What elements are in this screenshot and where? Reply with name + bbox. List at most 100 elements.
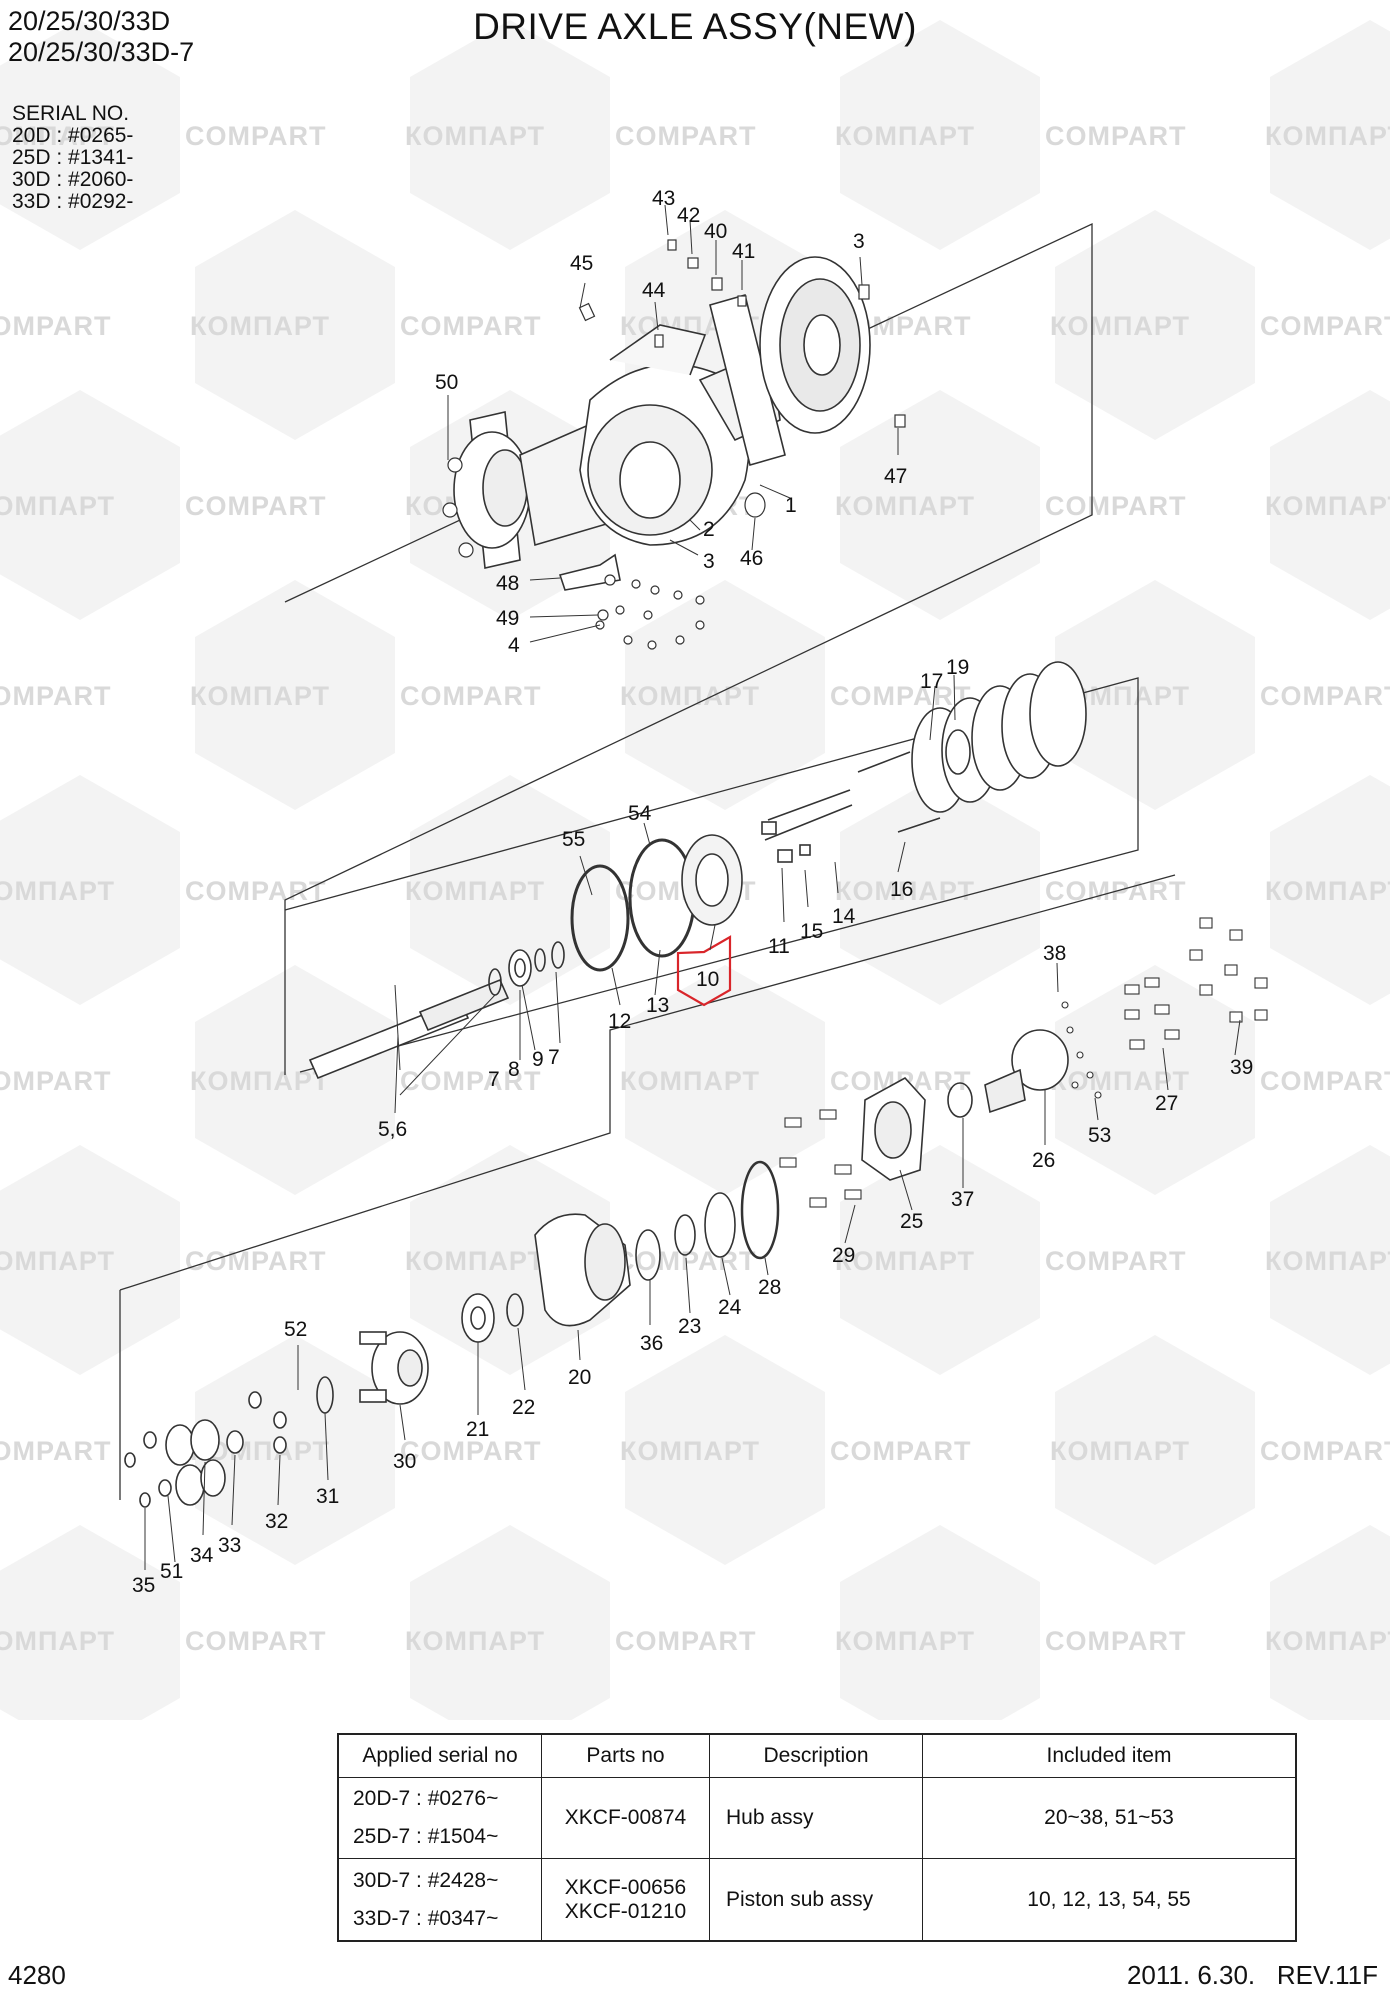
watermark-hexagon bbox=[1270, 775, 1390, 1005]
watermark-hexagon bbox=[0, 390, 180, 620]
planet-gear-3 bbox=[175, 1464, 205, 1506]
callout-2: 2 bbox=[703, 518, 715, 541]
watermark-text: КОМПАРТ bbox=[405, 1626, 545, 1656]
watermark-hexagon bbox=[1270, 1145, 1390, 1375]
watermark-hexagon bbox=[1270, 390, 1390, 620]
callout-23: 23 bbox=[678, 1315, 701, 1338]
pin-14 bbox=[764, 804, 853, 841]
planet-gear-4 bbox=[200, 1459, 226, 1497]
watermark-hexagon bbox=[0, 20, 180, 250]
carrier-arm-2 bbox=[359, 1389, 387, 1403]
callout-15: 15 bbox=[800, 920, 823, 943]
callout-10: 10 bbox=[696, 968, 719, 991]
watermark-text: COMPART bbox=[1045, 1246, 1187, 1276]
watermark-hexagon bbox=[1055, 580, 1255, 810]
callout-7-left: 7 bbox=[488, 1068, 500, 1091]
callout-8: 8 bbox=[508, 1058, 520, 1081]
callout-13: 13 bbox=[646, 994, 669, 1017]
watermark-hexagon bbox=[1055, 210, 1255, 440]
callout-3-mid: 3 bbox=[703, 550, 715, 573]
watermark-text: COMPART bbox=[400, 311, 542, 341]
callout-1: 1 bbox=[785, 494, 797, 517]
applied-serial-table: Applied serial no Parts no Description I… bbox=[337, 1733, 1297, 1942]
watermark-text: КОМПАРТ bbox=[190, 311, 330, 341]
watermark-hexagon bbox=[410, 1525, 610, 1720]
callout-41: 41 bbox=[732, 240, 755, 263]
watermark-text: КОМПАРТ bbox=[1050, 1436, 1190, 1466]
pin-15 bbox=[767, 789, 851, 821]
cell-description: Piston sub assy bbox=[709, 1858, 923, 1942]
watermark-text: COMPART bbox=[400, 1436, 542, 1466]
watermark-text: КОМПАРТ bbox=[835, 491, 975, 521]
hub-assembly bbox=[124, 1029, 1069, 1508]
cell-included-items: 10, 12, 13, 54, 55 bbox=[922, 1858, 1297, 1942]
watermark-text: COMPART bbox=[1260, 311, 1390, 341]
watermark-text: КОМПАРТ bbox=[0, 1246, 115, 1276]
watermark-hexagon bbox=[0, 1525, 180, 1720]
watermark-text: COMPART bbox=[185, 1246, 327, 1276]
snap-ring-7b bbox=[551, 941, 565, 969]
watermark-hexagon bbox=[1055, 965, 1255, 1195]
callout-26: 26 bbox=[1032, 1149, 1055, 1172]
callout-45: 45 bbox=[570, 252, 593, 275]
axle-housing-assembly bbox=[453, 256, 871, 591]
watermark-text: КОМПАРТ bbox=[835, 876, 975, 906]
cell-serial: 20D-7 : #0276~ 25D-7 : #1504~ bbox=[337, 1776, 542, 1860]
watermark-text: КОМПАРТ bbox=[835, 121, 975, 151]
bearing-24 bbox=[704, 1192, 736, 1258]
cell-parts-no: XKCF-00874 bbox=[541, 1776, 710, 1860]
callout-37: 37 bbox=[951, 1188, 974, 1211]
washer-51 bbox=[143, 1431, 157, 1449]
callout-30: 30 bbox=[393, 1450, 416, 1473]
watermark-text: COMPART bbox=[185, 491, 327, 521]
callout-11: 11 bbox=[768, 935, 790, 958]
watermark-hexagon bbox=[840, 390, 1040, 620]
watermark-text: КОМПАРТ bbox=[0, 1626, 115, 1656]
callout-3-top: 3 bbox=[853, 230, 865, 253]
callout-52: 52 bbox=[284, 1318, 307, 1341]
watermark-text: КОМПАРТ bbox=[1265, 1626, 1390, 1656]
bearing-21-inner bbox=[470, 1306, 486, 1330]
callout-25: 25 bbox=[900, 1210, 923, 1233]
callout-20: 20 bbox=[568, 1366, 591, 1389]
callout-12: 12 bbox=[608, 1010, 631, 1033]
watermark-text: COMPART bbox=[1260, 1066, 1390, 1096]
nut-15 bbox=[799, 844, 811, 856]
table-row: 30D-7 : #2428~ 33D-7 : #0347~ XKCF-00656… bbox=[337, 1858, 1297, 1942]
serial-value: 25D-7 : #1504~ bbox=[353, 1825, 499, 1849]
watermark-text: COMPART bbox=[0, 681, 112, 711]
callout-7-right: 7 bbox=[548, 1046, 560, 1069]
watermark-text: COMPART bbox=[615, 121, 757, 151]
callout-39: 39 bbox=[1230, 1056, 1253, 1079]
callout-31: 31 bbox=[316, 1485, 339, 1508]
callout-27: 27 bbox=[1155, 1092, 1178, 1115]
carrier-center bbox=[874, 1101, 912, 1159]
watermark-text: COMPART bbox=[0, 1066, 112, 1096]
washer-51b bbox=[158, 1479, 172, 1497]
callout-49: 49 bbox=[496, 607, 519, 630]
watermark-text: COMPART bbox=[1045, 1626, 1187, 1656]
watermark-text: КОМПАРТ bbox=[1265, 876, 1390, 906]
col-header-serial: Applied serial no bbox=[337, 1733, 542, 1778]
callout-35: 35 bbox=[132, 1574, 155, 1597]
bearing-8-inner bbox=[514, 958, 526, 978]
watermark-text: COMPART bbox=[1260, 681, 1390, 711]
callout-16: 16 bbox=[890, 878, 913, 901]
callout-34: 34 bbox=[190, 1544, 214, 1567]
watermark-text: COMPART bbox=[185, 1626, 327, 1656]
watermark-hexagon bbox=[1270, 20, 1390, 250]
watermark-text: КОМПАРТ bbox=[620, 681, 760, 711]
callout-55: 55 bbox=[562, 828, 585, 851]
callout-50: 50 bbox=[435, 371, 458, 394]
watermark-text: COMPART bbox=[0, 1436, 112, 1466]
callout-4: 4 bbox=[508, 634, 520, 657]
table-header-row: Applied serial no Parts no Description I… bbox=[337, 1733, 1297, 1778]
watermark-text: КОМПАРТ bbox=[1050, 311, 1190, 341]
piston-center bbox=[695, 853, 729, 907]
watermark-text: COMPART bbox=[830, 1436, 972, 1466]
watermark-hexagon bbox=[840, 775, 1040, 1005]
watermark-layer: КОМПАРТ COMPART КОМПАРТ COMPART КОМПАРТ COMPA… bbox=[0, 20, 1390, 1720]
carrier-30-center bbox=[397, 1349, 423, 1387]
table-row: 20D-7 : #0276~ 25D-7 : #1504~ XKCF-00874… bbox=[337, 1776, 1297, 1860]
watermark-hexagon bbox=[840, 1145, 1040, 1375]
